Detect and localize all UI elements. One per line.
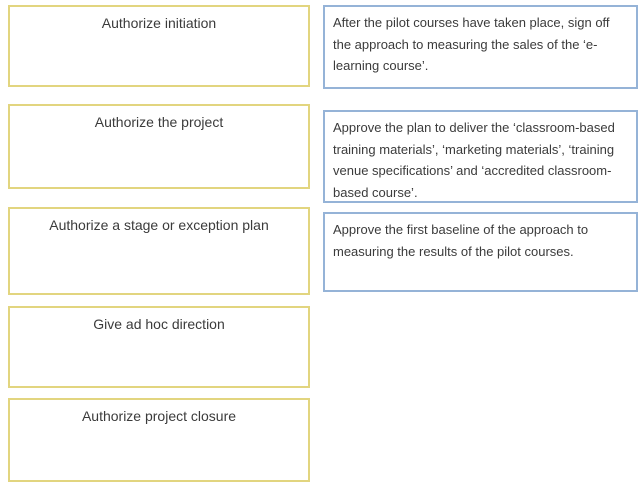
activity-label: Authorize initiation: [101, 15, 217, 31]
activity-box-authorize-initiation[interactable]: Authorize initiation: [8, 5, 310, 87]
activity-label: Give ad hoc direction: [93, 316, 225, 332]
description-text: Approve the plan to deliver the ‘classro…: [333, 120, 615, 200]
activity-label: Authorize the project: [94, 114, 224, 130]
description-text: Approve the first baseline of the approa…: [333, 222, 589, 259]
description-box-sign-off-sales-measurement[interactable]: After the pilot courses have taken place…: [323, 5, 638, 89]
description-box-approve-delivery-plan[interactable]: Approve the plan to deliver the ‘classro…: [323, 110, 638, 203]
activity-box-authorize-stage-or-exception-plan[interactable]: Authorize a stage or exception plan: [8, 207, 310, 295]
activity-label: Authorize project closure: [81, 408, 237, 424]
description-box-approve-first-baseline[interactable]: Approve the first baseline of the approa…: [323, 212, 638, 292]
activity-box-give-ad-hoc-direction[interactable]: Give ad hoc direction: [8, 306, 310, 388]
activity-label: Authorize a stage or exception plan: [49, 217, 269, 233]
activity-box-authorize-project-closure[interactable]: Authorize project closure: [8, 398, 310, 482]
activity-box-authorize-the-project[interactable]: Authorize the project: [8, 104, 310, 189]
description-text: After the pilot courses have taken place…: [333, 15, 610, 73]
